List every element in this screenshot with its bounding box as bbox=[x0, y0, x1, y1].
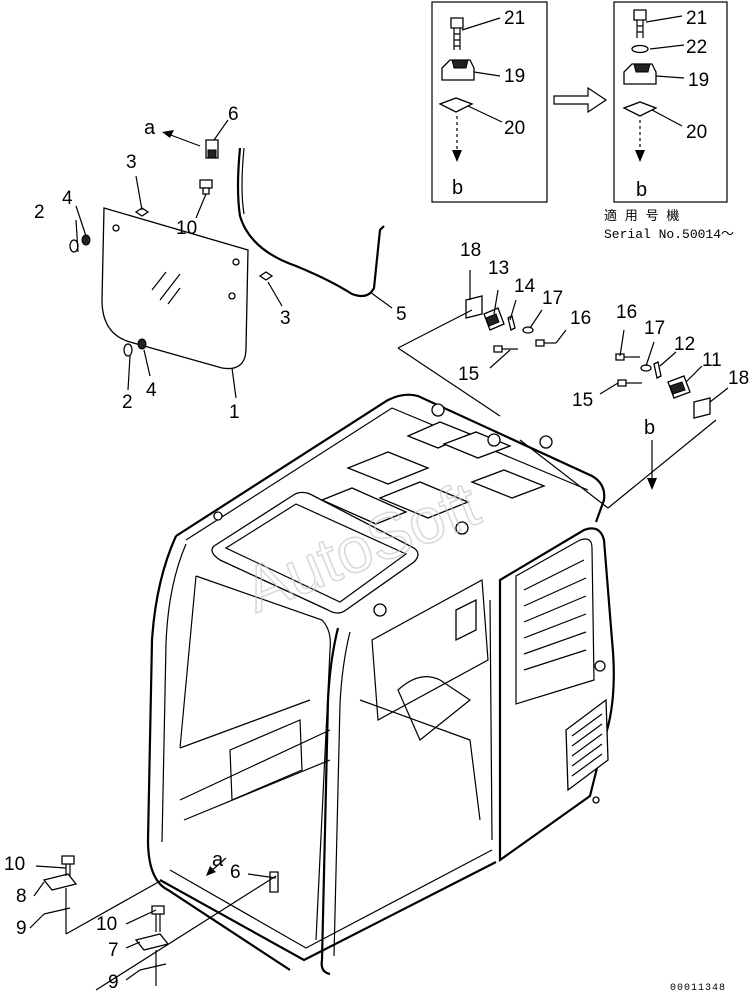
ref-letters: a a b b b bbox=[144, 117, 655, 871]
leader-lines bbox=[29, 119, 729, 981]
label-17b: 17 bbox=[644, 318, 665, 339]
label-10b: 10 bbox=[4, 854, 25, 875]
bolt-10-top bbox=[199, 179, 213, 195]
label-4a: 4 bbox=[62, 188, 73, 209]
clip-6-top bbox=[205, 139, 219, 159]
serial-note: 適 用 号 機 Serial No.50014～ bbox=[604, 208, 734, 242]
label-8: 8 bbox=[16, 886, 27, 907]
label-13: 13 bbox=[488, 258, 509, 279]
ref-b-box2: b bbox=[636, 179, 647, 201]
label-10c: 10 bbox=[96, 914, 117, 935]
ref-a-bottom: a bbox=[212, 849, 224, 871]
ref-b-right: b bbox=[644, 417, 655, 439]
serial-line1: 適 用 号 機 bbox=[604, 208, 679, 224]
bracket-8 bbox=[42, 855, 78, 934]
bottom-guide bbox=[65, 875, 277, 991]
label-15b: 15 bbox=[572, 390, 593, 411]
label-18b: 18 bbox=[728, 368, 749, 389]
watermark: AutoSoft bbox=[234, 467, 489, 626]
label-1: 1 bbox=[229, 402, 240, 423]
label-16b: 16 bbox=[616, 302, 637, 323]
label-4b: 4 bbox=[146, 380, 157, 401]
glass-panel bbox=[101, 207, 249, 370]
guide-lines bbox=[397, 309, 717, 509]
label-5: 5 bbox=[396, 304, 407, 325]
label-22: 22 bbox=[686, 37, 707, 58]
label-14: 14 bbox=[514, 276, 536, 297]
ref-b-box1: b bbox=[452, 177, 463, 199]
label-3a: 3 bbox=[126, 152, 137, 173]
detail-box-after bbox=[613, 1, 728, 203]
washer-4 bbox=[81, 234, 147, 350]
label-3b: 3 bbox=[280, 308, 291, 329]
label-9a: 9 bbox=[16, 918, 27, 939]
label-9b: 9 bbox=[108, 972, 119, 993]
seal-5 bbox=[236, 147, 385, 298]
label-18a: 18 bbox=[460, 240, 481, 261]
label-20a: 20 bbox=[504, 118, 525, 139]
label-10a: 10 bbox=[176, 218, 197, 239]
serial-line2: Serial No.50014～ bbox=[604, 227, 734, 242]
label-2b: 2 bbox=[122, 392, 133, 413]
label-6a: 6 bbox=[228, 104, 239, 125]
label-12: 12 bbox=[674, 334, 695, 355]
label-21a: 21 bbox=[504, 8, 525, 29]
label-21b: 21 bbox=[686, 8, 707, 29]
screw-3 bbox=[134, 207, 274, 281]
label-19a: 19 bbox=[504, 66, 525, 87]
detail-box-before bbox=[431, 1, 548, 203]
bracket-group-b bbox=[615, 353, 711, 419]
bracket-group-a bbox=[465, 295, 556, 353]
part-labels: 1 2 2 3 3 4 4 5 6 6 7 8 9 9 10 10 10 11 … bbox=[4, 8, 749, 993]
clip-6-bottom bbox=[269, 871, 279, 893]
ref-a-top: a bbox=[144, 117, 156, 139]
label-16a: 16 bbox=[570, 308, 591, 329]
cab-body bbox=[146, 393, 615, 976]
label-20b: 20 bbox=[686, 122, 707, 143]
label-11: 11 bbox=[702, 350, 722, 371]
drawing-number: 00011348 bbox=[670, 983, 726, 994]
transition-arrow bbox=[553, 86, 608, 114]
label-2a: 2 bbox=[34, 202, 45, 223]
label-17a: 17 bbox=[542, 288, 563, 309]
bracket-7 bbox=[134, 905, 170, 986]
label-6b: 6 bbox=[230, 862, 241, 883]
label-19b: 19 bbox=[688, 70, 709, 91]
label-15a: 15 bbox=[458, 364, 479, 385]
label-7: 7 bbox=[108, 940, 119, 961]
